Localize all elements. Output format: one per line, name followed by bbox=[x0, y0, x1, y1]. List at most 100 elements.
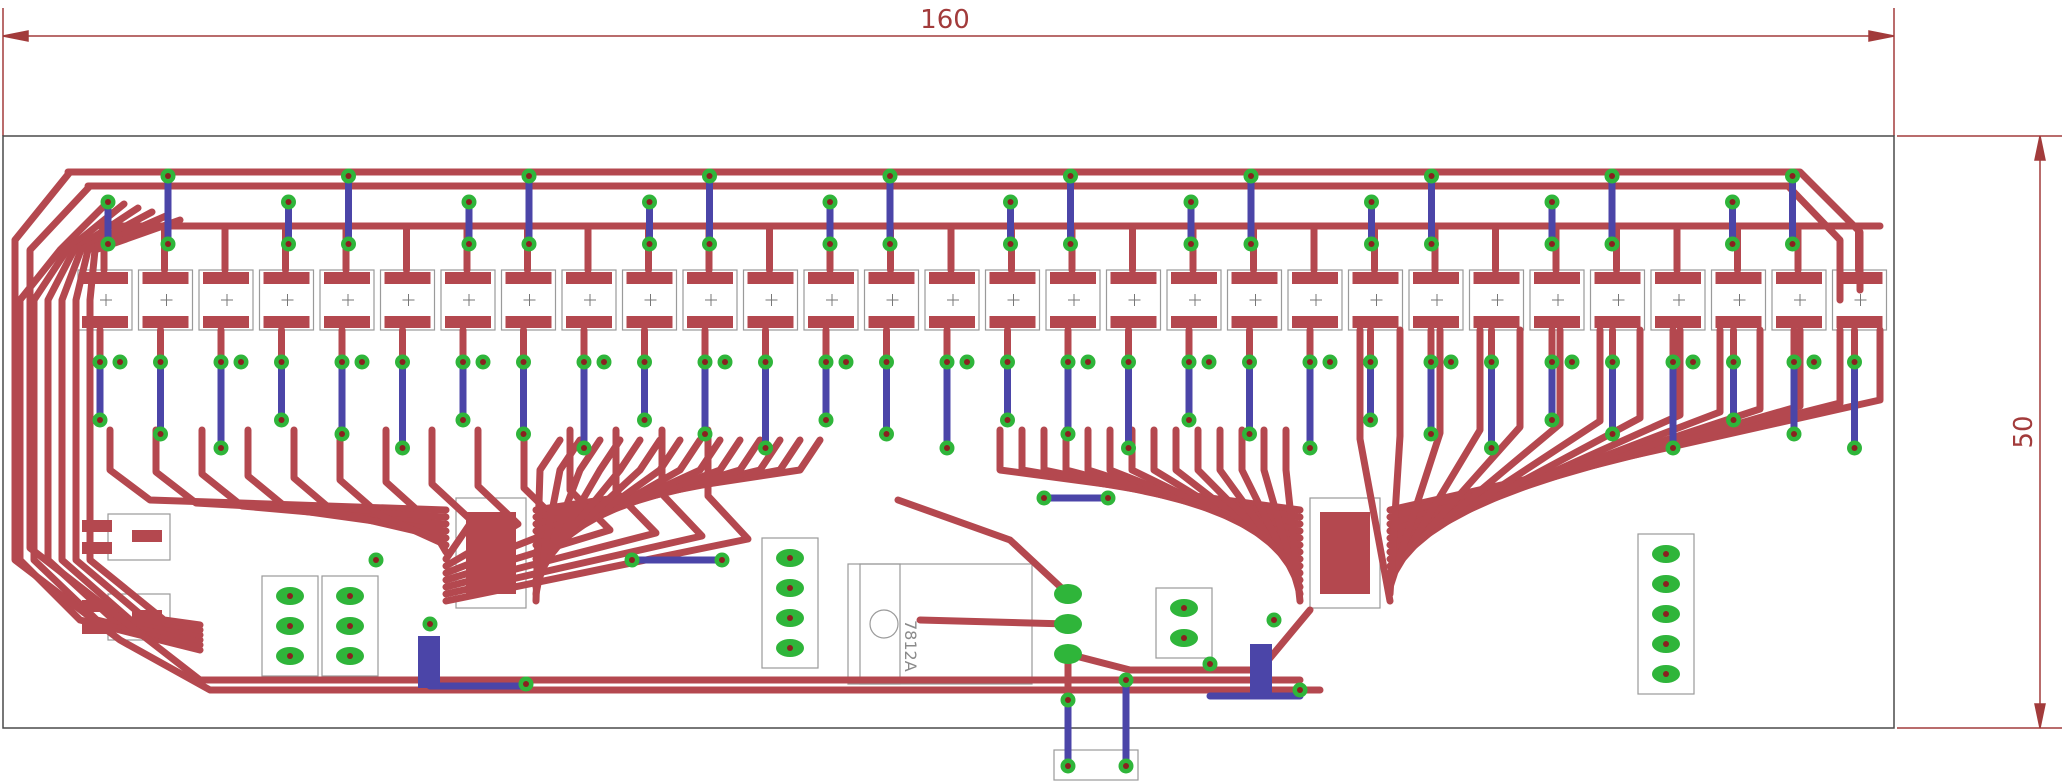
via-hole bbox=[1297, 687, 1303, 693]
smd-pad bbox=[1171, 316, 1217, 328]
ic2-input-trace bbox=[1282, 426, 1304, 605]
smd-pad bbox=[1534, 272, 1580, 284]
via-hole bbox=[1123, 763, 1129, 769]
smd-pad bbox=[687, 316, 733, 328]
connector-left-b-hole bbox=[347, 653, 353, 659]
via-hole bbox=[1327, 359, 1333, 365]
via-hole bbox=[218, 445, 224, 451]
smd-pad bbox=[1050, 316, 1096, 328]
via-hole bbox=[1428, 431, 1434, 437]
smd-pad bbox=[626, 316, 673, 328]
via-hole bbox=[1789, 173, 1796, 179]
smd-pad bbox=[82, 542, 112, 554]
smd-pad bbox=[1594, 272, 1641, 284]
via-hole bbox=[466, 199, 472, 205]
via-hole bbox=[466, 241, 472, 247]
smd-pad bbox=[132, 530, 162, 542]
ic2-output-trace bbox=[1386, 326, 1604, 563]
silkscreen-outline bbox=[261, 575, 319, 677]
via-hole bbox=[1004, 359, 1011, 365]
smd-pad bbox=[384, 316, 431, 328]
via-hole bbox=[427, 621, 433, 627]
smd-pad bbox=[1473, 316, 1520, 328]
via-hole bbox=[1609, 173, 1615, 179]
via-hole bbox=[523, 681, 529, 687]
connector-mid-hole bbox=[787, 645, 793, 651]
smd-pad bbox=[687, 272, 733, 284]
via-hole bbox=[581, 445, 587, 451]
smd-pad bbox=[1715, 272, 1762, 284]
smd-pad bbox=[82, 600, 112, 612]
cap-right bbox=[1250, 644, 1272, 696]
via-hole bbox=[1065, 431, 1071, 437]
via-hole bbox=[1188, 241, 1194, 247]
connector-right-hole bbox=[1663, 581, 1669, 587]
via-hole bbox=[1248, 241, 1254, 247]
via-hole bbox=[460, 417, 466, 423]
via-hole bbox=[460, 359, 466, 365]
silkscreen-outline bbox=[321, 575, 379, 677]
smd-pad bbox=[132, 610, 162, 622]
via-hole bbox=[526, 173, 532, 179]
via-hole bbox=[1730, 417, 1737, 423]
board-outline bbox=[2, 135, 1895, 729]
bottom-loop-trace bbox=[26, 182, 1304, 684]
smd-pad bbox=[1292, 272, 1338, 284]
ic2-output-trace bbox=[1386, 326, 1444, 591]
ic2-output-trace bbox=[1386, 326, 1404, 598]
via-hole bbox=[1428, 173, 1435, 179]
regulator-pin bbox=[1054, 644, 1082, 664]
via-hole bbox=[1065, 359, 1071, 365]
via-hole bbox=[1609, 359, 1616, 365]
via-hole bbox=[1007, 199, 1014, 205]
via-hole bbox=[964, 359, 970, 365]
via-hole bbox=[1271, 617, 1277, 623]
via-hole bbox=[1246, 359, 1253, 365]
via-hole bbox=[399, 359, 406, 365]
ic1-output-trace bbox=[532, 436, 604, 591]
via-hole bbox=[823, 359, 829, 365]
smd-pad bbox=[626, 272, 673, 284]
via-hole bbox=[1729, 241, 1736, 247]
via-hole bbox=[581, 359, 587, 365]
smd-pad bbox=[1171, 272, 1217, 284]
smd-pad bbox=[747, 272, 794, 284]
width-dimension-label: 160 bbox=[920, 5, 970, 35]
smd-pad bbox=[989, 316, 1036, 328]
connector-right-hole bbox=[1663, 641, 1669, 647]
ic1-output-trace bbox=[532, 436, 624, 584]
via-hole bbox=[646, 241, 653, 247]
via-hole bbox=[1791, 359, 1797, 365]
via-hole bbox=[1729, 199, 1736, 205]
ic2-output-trace bbox=[1386, 326, 1564, 570]
connector-right-hole bbox=[1663, 611, 1669, 617]
via-hole bbox=[345, 173, 352, 179]
via-hole bbox=[520, 431, 527, 437]
via-hole bbox=[1428, 359, 1434, 365]
via-hole bbox=[1007, 241, 1014, 247]
smd-pad bbox=[1655, 272, 1701, 284]
via-hole bbox=[646, 199, 653, 205]
vias-layer bbox=[92, 168, 1862, 774]
smd-pad bbox=[1231, 272, 1278, 284]
smd-pad bbox=[868, 316, 915, 328]
smd-pad bbox=[263, 272, 310, 284]
connector-right-hole bbox=[1663, 551, 1669, 557]
smd-pad bbox=[82, 520, 112, 532]
via-hole bbox=[1569, 359, 1575, 365]
regulator-pin bbox=[1054, 584, 1082, 604]
smd-pad bbox=[1776, 272, 1822, 284]
via-hole bbox=[1448, 359, 1454, 365]
via-hole bbox=[105, 199, 111, 205]
ic1-output-trace bbox=[532, 436, 564, 605]
via-hole bbox=[1367, 359, 1374, 365]
via-hole bbox=[1186, 417, 1192, 423]
connector-right-hole bbox=[1663, 671, 1669, 677]
via-hole bbox=[157, 431, 164, 437]
via-hole bbox=[719, 557, 725, 563]
via-hole bbox=[1207, 661, 1213, 667]
via-hole bbox=[1123, 677, 1129, 683]
via-hole bbox=[285, 199, 292, 205]
via-hole bbox=[117, 359, 123, 365]
